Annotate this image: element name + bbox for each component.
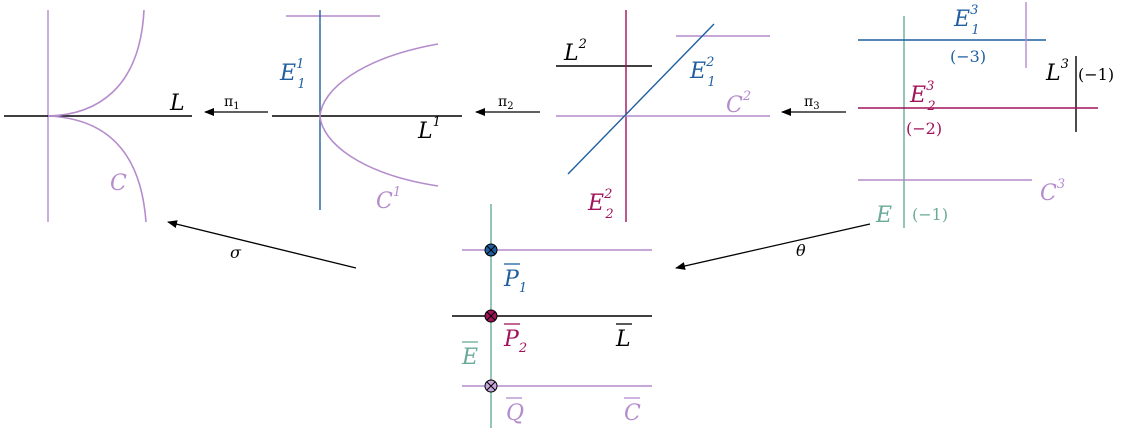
label-C1: C1 [376, 185, 401, 214]
arrow-pi2: π2 [475, 94, 540, 116]
arrow-pi3: π3 [781, 94, 846, 116]
svg-text:π3: π3 [804, 94, 820, 112]
label-E-3: E [875, 203, 892, 228]
arrow-pi1-label: π [224, 94, 233, 110]
arrow-pi3-sub: 3 [813, 101, 819, 112]
arrow-sigma: σ [167, 220, 357, 269]
arrow-theta: θ [675, 223, 871, 270]
self-int-E1-3: (−3) [950, 47, 986, 66]
svg-text:π2: π2 [498, 94, 514, 112]
label-E-bar: E [461, 345, 478, 370]
label-L3: L3 [1045, 57, 1069, 86]
label-L: L [169, 91, 185, 116]
label-Q-bar: Q [506, 401, 524, 426]
self-int-E-3: (−1) [912, 205, 948, 224]
panel-cusp: L C [4, 9, 192, 223]
curve-C-lower [47, 115, 147, 223]
label-L1: L1 [417, 115, 441, 144]
self-int-E2-3: (−2) [906, 119, 942, 138]
arrow-theta-label: θ [796, 241, 806, 260]
arrow-pi2-sub: 2 [507, 101, 513, 112]
self-int-L3: (−1) [1078, 65, 1114, 84]
label-C3: C3 [1040, 177, 1065, 206]
label-C: C [110, 171, 127, 196]
curve-C-upper [47, 9, 145, 117]
arrow-pi3-label: π [804, 94, 813, 110]
label-L-bar: L [615, 327, 631, 352]
line-E1-2 [567, 23, 715, 175]
point-Q [484, 379, 498, 393]
label-L2: L2 [563, 37, 587, 66]
svg-text:π1: π1 [224, 94, 240, 112]
arrow-pi2-label: π [498, 94, 507, 110]
point-P2 [484, 309, 498, 323]
arrow-sigma-label: σ [230, 243, 242, 262]
label-C2: C2 [726, 89, 751, 118]
panel-bottom: P1 P2 L E Q C [452, 204, 652, 428]
point-P1 [484, 243, 498, 257]
label-P2-bar: P2 [503, 327, 527, 356]
arrow-pi1: π1 [204, 94, 268, 116]
arrow-pi1-sub: 1 [233, 101, 239, 112]
label-C-bar: C [624, 401, 641, 426]
curve-C1 [319, 43, 439, 187]
label-P1-bar: P1 [503, 267, 527, 296]
